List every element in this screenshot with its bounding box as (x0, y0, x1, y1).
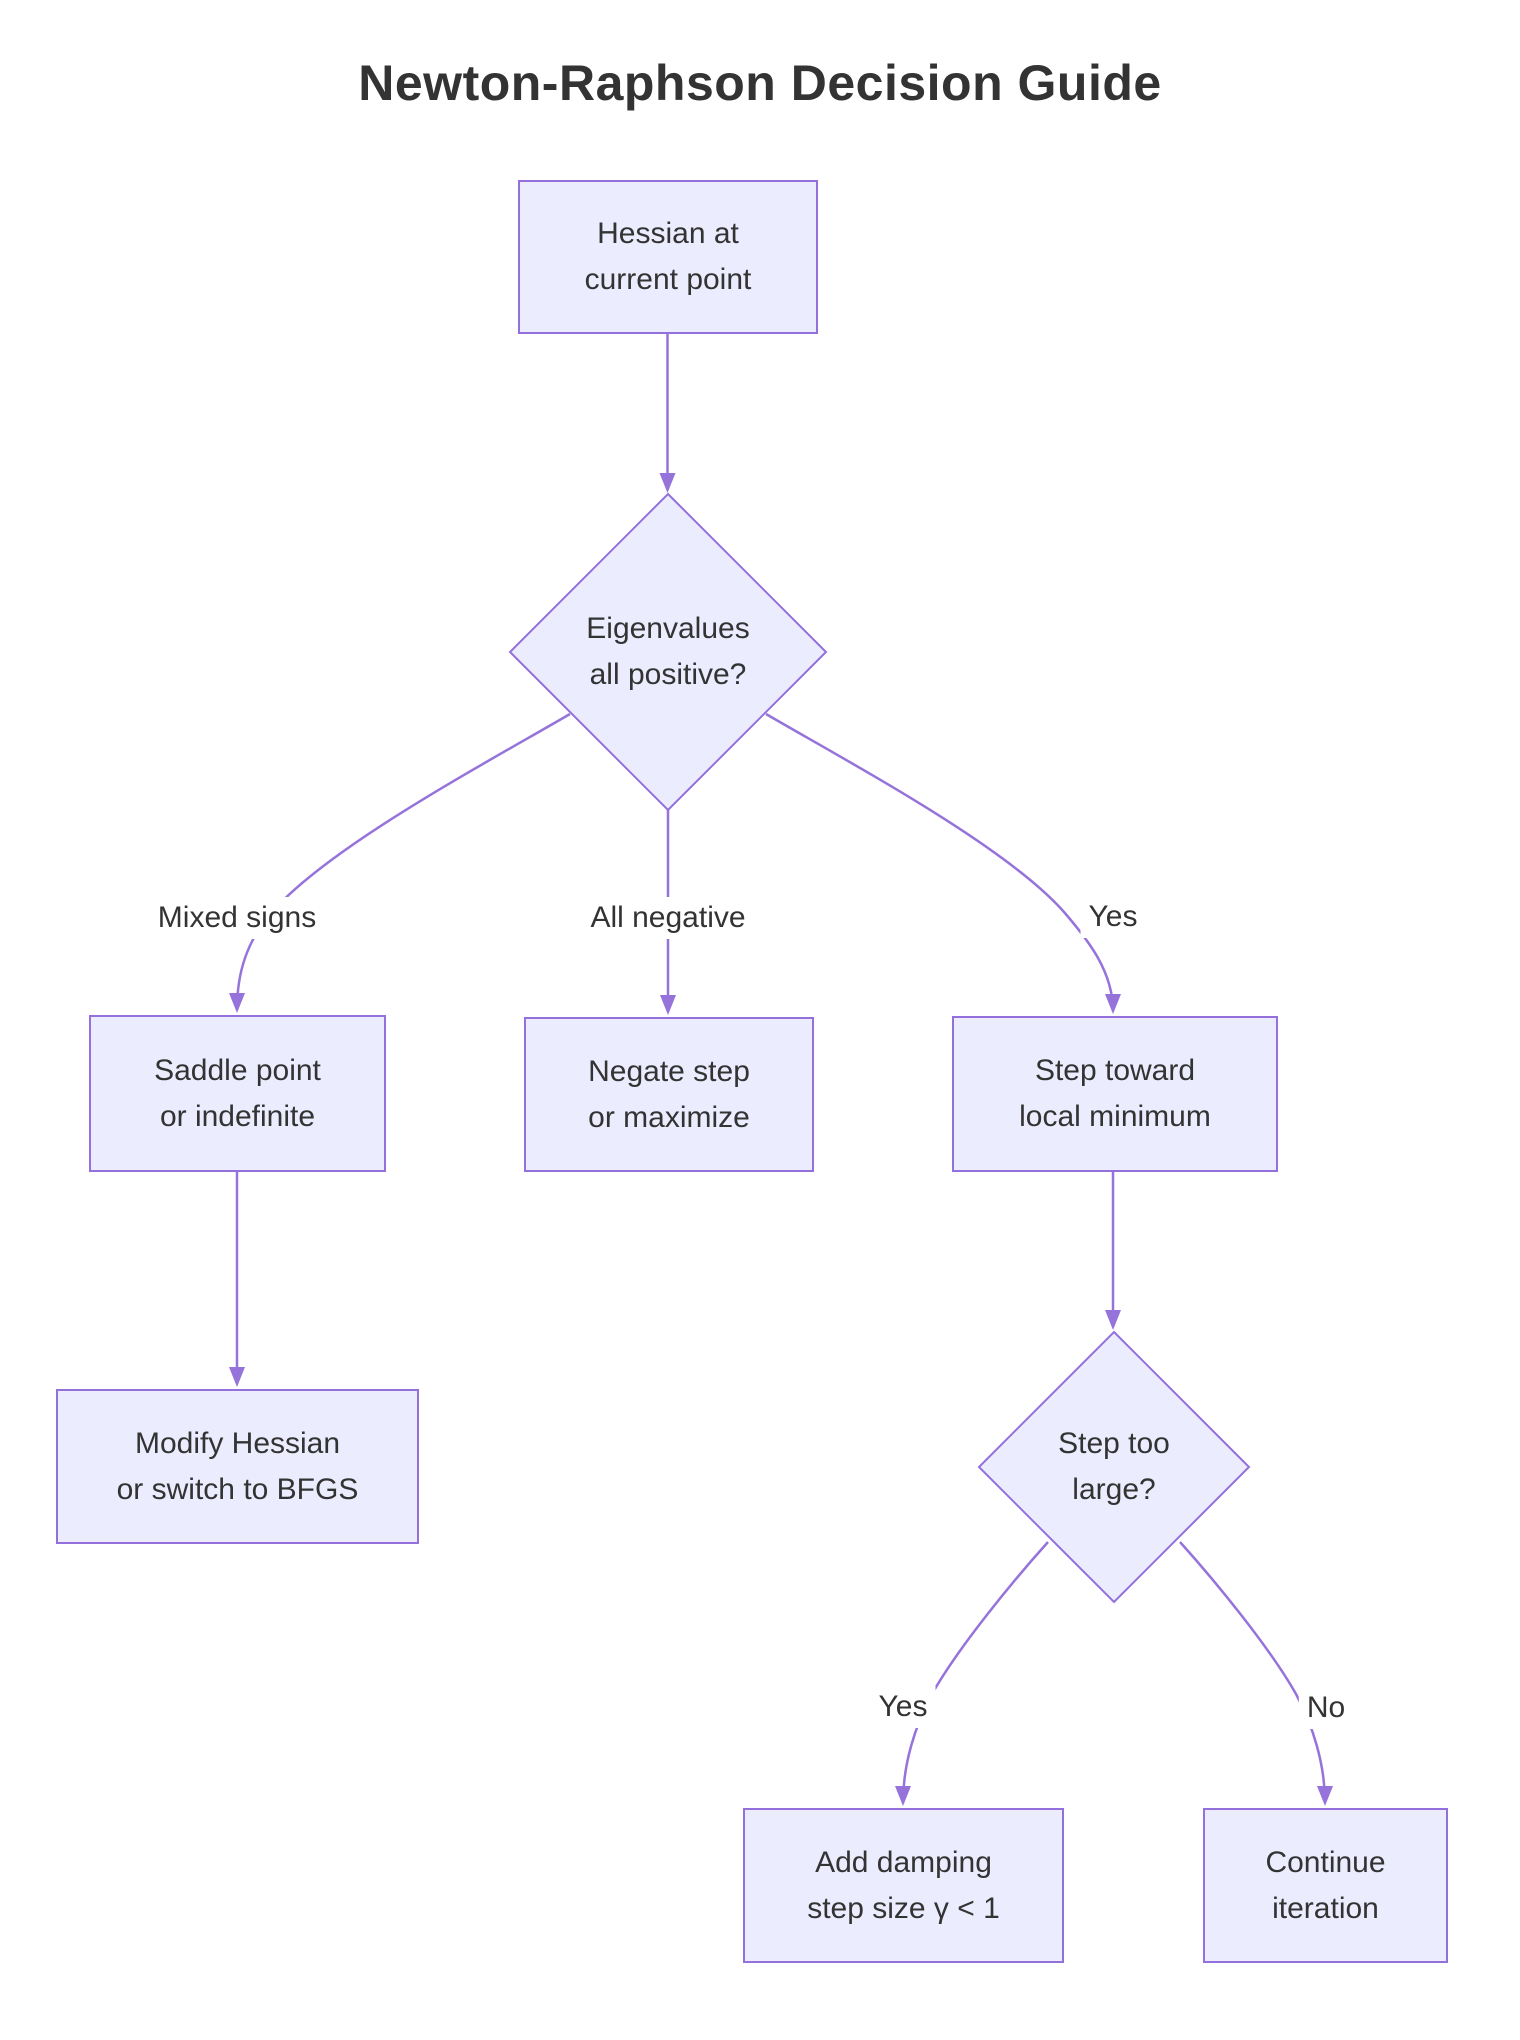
node-continue-iteration-line1: Continue (1265, 1845, 1386, 1879)
decision-eigenvalues-line1: Eigenvalues (586, 612, 750, 645)
node-saddle: Saddle point or indefinite (89, 1015, 386, 1172)
decision-step-too-large-line2: large? (1072, 1473, 1156, 1506)
node-step-toward-line2: local minimum (1019, 1100, 1211, 1133)
node-modify-hessian-line2: or switch to BFGS (116, 1472, 359, 1506)
edge-eigenvalues-to-step-toward (765, 712, 1121, 1014)
edge-label-yes-top: Yes (1080, 896, 1146, 938)
decision-eigenvalues-text: Eigenvalues all positive? (518, 606, 818, 698)
edge-label-all-negative: All negative (582, 897, 754, 939)
node-continue-iteration-line2: iteration (1272, 1891, 1379, 1925)
node-negate-line1: Negate step (588, 1054, 750, 1088)
edge-label-mixed-signs: Mixed signs (149, 897, 325, 939)
node-saddle-line2: or indefinite (159, 1099, 316, 1133)
decision-step-too-large-text: Step too large? (974, 1421, 1254, 1513)
node-saddle-line1: Saddle point (154, 1053, 321, 1087)
diagram-title: Newton-Raphson Decision Guide (358, 55, 1162, 111)
node-modify-hessian: Modify Hessian or switch to BFGS (56, 1389, 419, 1544)
node-add-damping: Add damping step size γ < 1 (743, 1808, 1064, 1963)
decision-step-too-large-shape (977, 1330, 1251, 1604)
node-add-damping-line1: Add damping (815, 1845, 992, 1879)
edge-step-too-large-to-continue (1179, 1541, 1333, 1806)
decision-step-too-large-line1: Step too (1058, 1427, 1170, 1460)
node-step-toward-line1: Step toward (1034, 1054, 1196, 1087)
edge-eigenvalues-to-saddle (229, 712, 571, 1013)
edge-label-no: No (1298, 1687, 1354, 1729)
node-add-damping-line2: step size γ < 1 (807, 1891, 1000, 1925)
node-negate: Negate step or maximize (524, 1017, 814, 1172)
node-modify-hessian-line1: Modify Hessian (134, 1426, 341, 1460)
node-continue-iteration: Continue iteration (1203, 1808, 1448, 1963)
node-hessian-line1: Hessian at (597, 217, 739, 250)
edge-label-yes-bottom: Yes (870, 1686, 936, 1728)
decision-eigenvalues-shape (508, 492, 828, 812)
node-step-toward: Step toward local minimum (952, 1016, 1278, 1172)
node-hessian-line2: current point (584, 263, 752, 296)
edge-step-too-large-to-damping (895, 1541, 1049, 1806)
node-hessian: Hessian at current point (518, 180, 818, 334)
decision-eigenvalues-line2: all positive? (589, 658, 747, 691)
node-negate-line2: or maximize (588, 1100, 750, 1134)
